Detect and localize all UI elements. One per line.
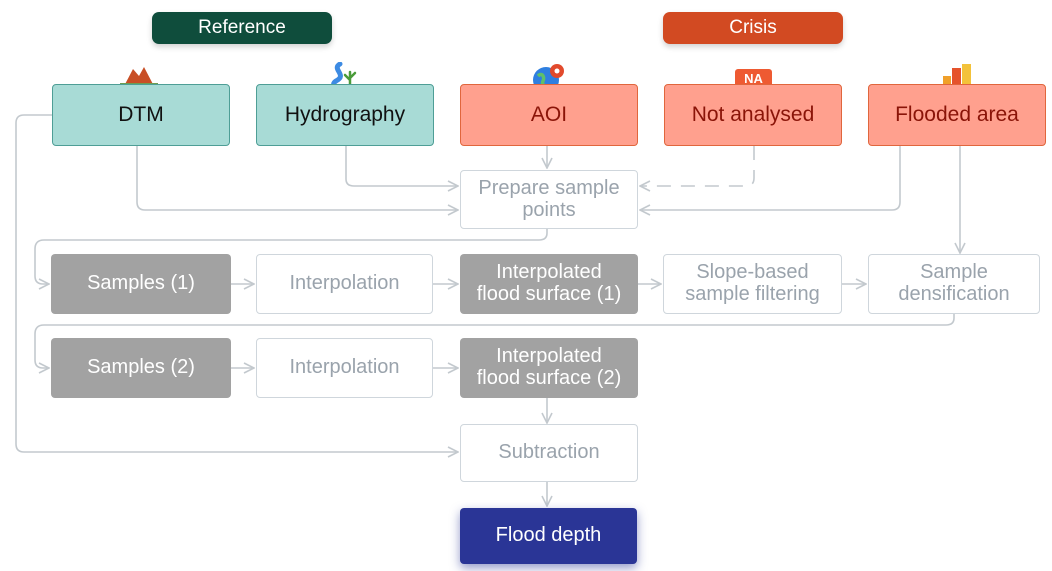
reference-header-label: Reference [198, 16, 286, 38]
prepare-label-line-2: points [522, 198, 576, 221]
interpolated-flood-surface-2-box: Interpolated flood surface (2) [460, 338, 638, 398]
connector-na-to-prepare [640, 146, 755, 186]
connector-flooded-to-prepare [640, 146, 901, 210]
subtraction-label: Subtraction [498, 441, 600, 464]
reference-header: Reference [152, 12, 332, 44]
interpolated-flood-surface-1-box: Interpolated flood surface (1) [460, 254, 638, 314]
flooded-area-label: Flooded area [895, 102, 1019, 126]
flooded-area-source-box: Flooded area [868, 84, 1046, 146]
flood-depth-box: Flood depth [460, 508, 637, 564]
samples-1-box: Samples (1) [51, 254, 231, 314]
hydrography-label: Hydrography [284, 102, 406, 126]
connector-hydro-to-prepare [345, 146, 458, 186]
connector-densification-to-samples2 [34, 314, 955, 368]
connector-prepare-to-samples1 [34, 229, 548, 284]
slope-label-line-2: sample filtering [685, 283, 820, 305]
aoi-source-box: AOI [460, 84, 638, 146]
subtraction-box: Subtraction [460, 424, 638, 482]
densification-label-line-1: Sample [920, 261, 988, 284]
interpolation-1-box: Interpolation [256, 254, 433, 314]
hydrography-source-box: Hydrography [256, 84, 434, 146]
densification-label-line-2: densification [898, 283, 1010, 305]
samples-1-label: Samples (1) [87, 272, 195, 295]
aoi-label: AOI [530, 102, 568, 126]
dtm-label: DTM [118, 102, 164, 126]
samples-2-box: Samples (2) [51, 338, 231, 398]
interpolation-2-label: Interpolation [289, 356, 400, 379]
connector-dtm-to-subtraction [15, 114, 458, 452]
prepare-label-line-1: Prepare sample [478, 176, 620, 199]
surface-2-label-line-2: flood surface (2) [476, 367, 622, 389]
crisis-header-label: Crisis [729, 16, 777, 38]
surface-1-label-line-1: Interpolated [496, 261, 602, 284]
not-analysed-source-box: Not analysed [664, 84, 842, 146]
sample-densification-box: Sample densification [868, 254, 1040, 314]
interpolation-1-label: Interpolation [289, 272, 400, 295]
dtm-source-box: DTM [52, 84, 230, 146]
surface-1-label-line-2: flood surface (1) [476, 283, 622, 305]
interpolation-2-box: Interpolation [256, 338, 433, 398]
samples-2-label: Samples (2) [87, 356, 195, 379]
slope-based-filtering-box: Slope-based sample filtering [663, 254, 842, 314]
crisis-header: Crisis [663, 12, 843, 44]
na-badge-text: NA [744, 71, 763, 87]
prepare-sample-points-box: Prepare sample points [460, 170, 638, 229]
connector-dtm-to-prepare [136, 146, 458, 210]
slope-label-line-1: Slope-based [696, 261, 809, 284]
flood-depth-label: Flood depth [495, 524, 602, 547]
not-analysed-label: Not analysed [691, 102, 815, 126]
surface-2-label-line-1: Interpolated [496, 345, 602, 368]
